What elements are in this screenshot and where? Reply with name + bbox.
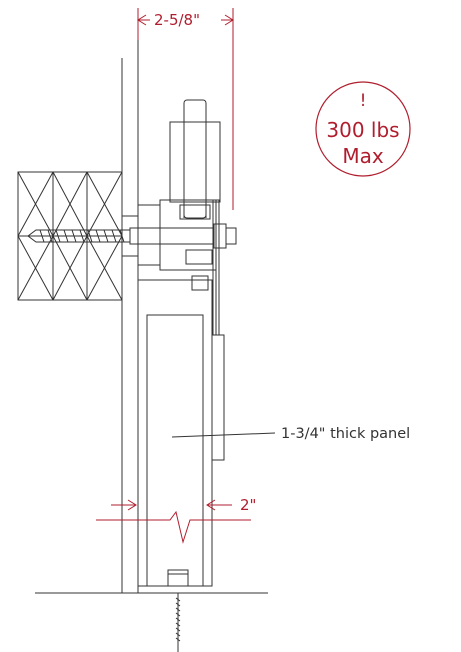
wood-header-block — [17, 171, 123, 301]
dimension-top-label: 2-5/8" — [154, 11, 200, 29]
dimension-bottom-label: 2" — [240, 496, 256, 514]
door-panel — [137, 279, 225, 587]
standoff-spacer — [121, 204, 161, 266]
panel-thickness-label: 1-3/4" thick panel — [281, 426, 410, 442]
flat-track — [159, 199, 217, 291]
weight-limit-badge: ! 300 lbs Max — [315, 81, 411, 177]
badge-weight: 300 lbs — [326, 118, 399, 142]
lag-screw — [27, 223, 237, 249]
dimension-bottom — [96, 499, 251, 544]
badge-max: Max — [342, 144, 384, 168]
break-line — [96, 510, 251, 544]
wall — [121, 18, 139, 593]
roller-wheel — [169, 99, 221, 219]
dimension-top — [137, 8, 234, 210]
badge-exclaim: ! — [360, 91, 367, 111]
hanger-strap — [212, 199, 220, 336]
panel-leader-line — [171, 432, 276, 438]
floor-guide — [167, 569, 189, 652]
